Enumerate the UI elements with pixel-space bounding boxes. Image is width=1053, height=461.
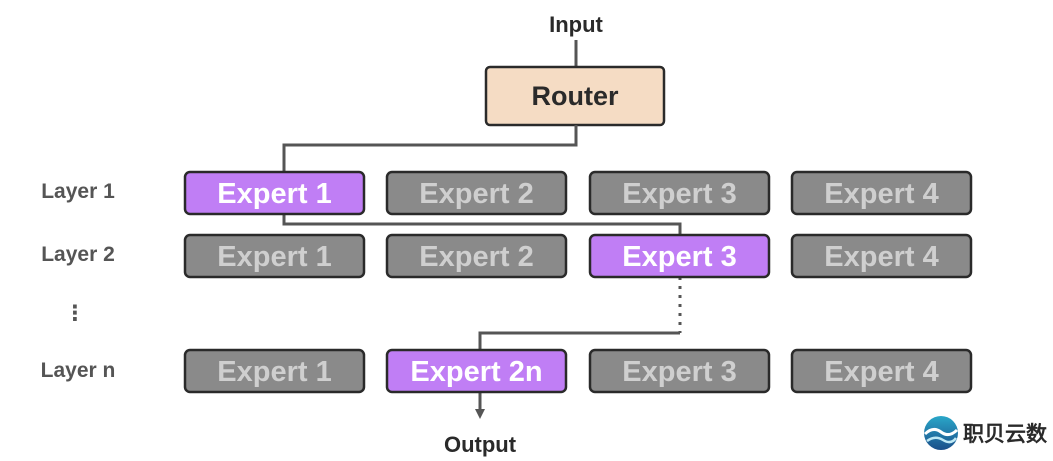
expert-box bbox=[790, 348, 973, 394]
expert-box bbox=[385, 233, 568, 279]
expert-node: Expert 3 bbox=[588, 170, 771, 216]
router-to-layer1-connector bbox=[282, 125, 578, 172]
expert-label: Expert 1 bbox=[217, 178, 331, 210]
expert-box bbox=[183, 348, 366, 394]
output-label: Output bbox=[444, 432, 517, 457]
expert-label: Expert 4 bbox=[824, 356, 938, 388]
expert-label: Expert 3 bbox=[622, 178, 736, 210]
watermark: 职贝云数 bbox=[923, 416, 1048, 450]
expert-label: Expert 2 bbox=[419, 241, 533, 273]
expert-node: Expert 1 bbox=[183, 348, 366, 394]
expert-box bbox=[588, 170, 771, 216]
router-label: Router bbox=[532, 81, 619, 111]
expert-label: Expert 3 bbox=[622, 356, 736, 388]
watermark-text: 职贝云数 bbox=[963, 422, 1048, 446]
expert-box bbox=[183, 233, 366, 279]
expert-label: Expert 2 bbox=[419, 178, 533, 210]
expert-box-active bbox=[385, 348, 568, 394]
expert-box bbox=[588, 348, 771, 394]
expert-grid: Expert 1 Expert 2 Expert 3 Expert 4 Expert 1… bbox=[183, 170, 973, 394]
expert-label: Expert 1 bbox=[217, 241, 331, 273]
layer-label-2: Layer 2 bbox=[41, 243, 115, 266]
layer-label-n: Layer n bbox=[41, 359, 116, 382]
expert-node: Expert 1 bbox=[183, 233, 366, 279]
router-node: Router bbox=[484, 65, 666, 127]
expert-node: Expert 2 bbox=[385, 170, 568, 216]
expert-box-active bbox=[183, 170, 366, 216]
expert-node: Expert 3 bbox=[588, 233, 771, 279]
expert-node: Expert 1 bbox=[183, 170, 366, 216]
expert-label: Expert 1 bbox=[217, 356, 331, 388]
layer-label-1: Layer 1 bbox=[41, 180, 115, 203]
expert-node: Expert 4 bbox=[790, 233, 973, 279]
input-label: Input bbox=[549, 12, 603, 37]
expert-box bbox=[385, 170, 568, 216]
ellipsis-to-layern-connector bbox=[478, 331, 680, 350]
expert-label: Expert 3 bbox=[622, 241, 736, 273]
layer1-to-layer2-connector bbox=[282, 214, 682, 235]
expert-box-active bbox=[588, 233, 771, 279]
expert-node: Expert 2 bbox=[385, 233, 568, 279]
expert-box bbox=[790, 233, 973, 279]
layer-ellipsis: ⋮ bbox=[65, 302, 86, 325]
wave-logo-icon bbox=[923, 416, 959, 450]
expert-label: Expert 4 bbox=[824, 178, 938, 210]
expert-label: Expert 2n bbox=[410, 356, 542, 388]
expert-box bbox=[790, 170, 973, 216]
expert-node: Expert 3 bbox=[588, 348, 771, 394]
expert-node: Expert 2n bbox=[385, 348, 568, 394]
expert-node: Expert 4 bbox=[790, 348, 973, 394]
expert-node: Expert 4 bbox=[790, 170, 973, 216]
expert-label: Expert 4 bbox=[824, 241, 938, 273]
